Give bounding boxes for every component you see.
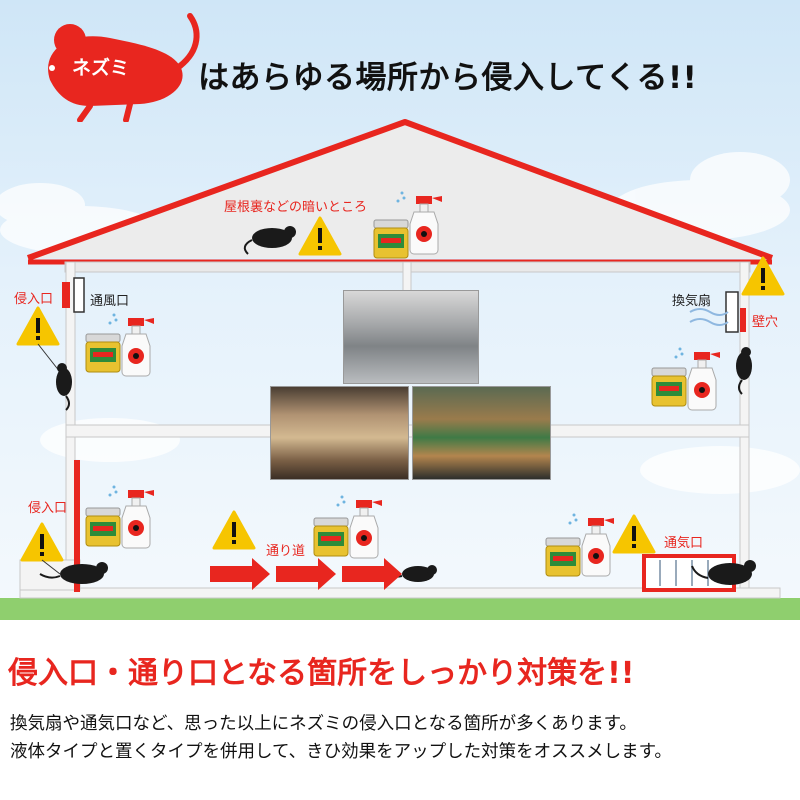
callout-line-2: 液体タイプと置くタイプを併用して、きひ効果をアップした対策をオススメします。 [10, 742, 672, 762]
product-set-upper-right [651, 347, 721, 411]
label-fan: 換気扇 [672, 294, 712, 309]
product-set-attic [373, 191, 443, 259]
label-wall-hole: 壁穴 [752, 315, 779, 330]
right-arrow-icon [342, 558, 402, 590]
photo-kitchen [343, 290, 479, 384]
photo-warehouse [412, 386, 551, 480]
path-arrows [210, 558, 402, 590]
repellent-jar-icon [85, 507, 121, 547]
rat-label: ネズミ [72, 57, 130, 79]
repellent-jar-icon [85, 333, 121, 373]
repellent-jar-icon [373, 219, 409, 259]
grass-strip [0, 598, 800, 624]
repellent-jar-icon [313, 517, 349, 557]
label-vent-upper: 通風口 [90, 294, 130, 309]
product-set-path [313, 495, 383, 559]
callout-panel [0, 620, 800, 800]
headline: はあらゆる場所から侵入してくる!! [198, 60, 698, 96]
callout-line-1: 換気扇や通気口など、思った以上にネズミの侵入口となる箇所が多くあります。 [10, 714, 637, 734]
rat-icon [243, 226, 296, 255]
product-set-lower-right [545, 513, 615, 577]
repellent-jar-icon [545, 537, 581, 577]
rat-icon [691, 560, 756, 585]
rat-icon [56, 363, 72, 411]
photo-storage-sacks [270, 386, 409, 480]
label-path: 通り道 [266, 544, 306, 559]
label-entrance-lower: 侵入口 [28, 501, 68, 516]
right-arrow-icon [210, 558, 270, 590]
label-vent-lower: 通気口 [664, 536, 704, 551]
product-set-upper-left [85, 313, 155, 377]
rat-icon [736, 347, 752, 395]
pointer-lines [37, 343, 61, 575]
rat-silhouettes [39, 226, 756, 585]
rat-icon [39, 562, 108, 584]
callout-title: 侵入口・通り口となる箇所をしっかり対策を!! [8, 656, 635, 691]
product-set-lower-left [85, 485, 155, 549]
repellent-jar-icon [651, 367, 687, 407]
label-entrance-upper: 侵入口 [14, 292, 54, 307]
rat-icon [48, 13, 200, 122]
label-attic: 屋根裏などの暗いところ [224, 200, 368, 215]
right-arrow-icon [276, 558, 336, 590]
